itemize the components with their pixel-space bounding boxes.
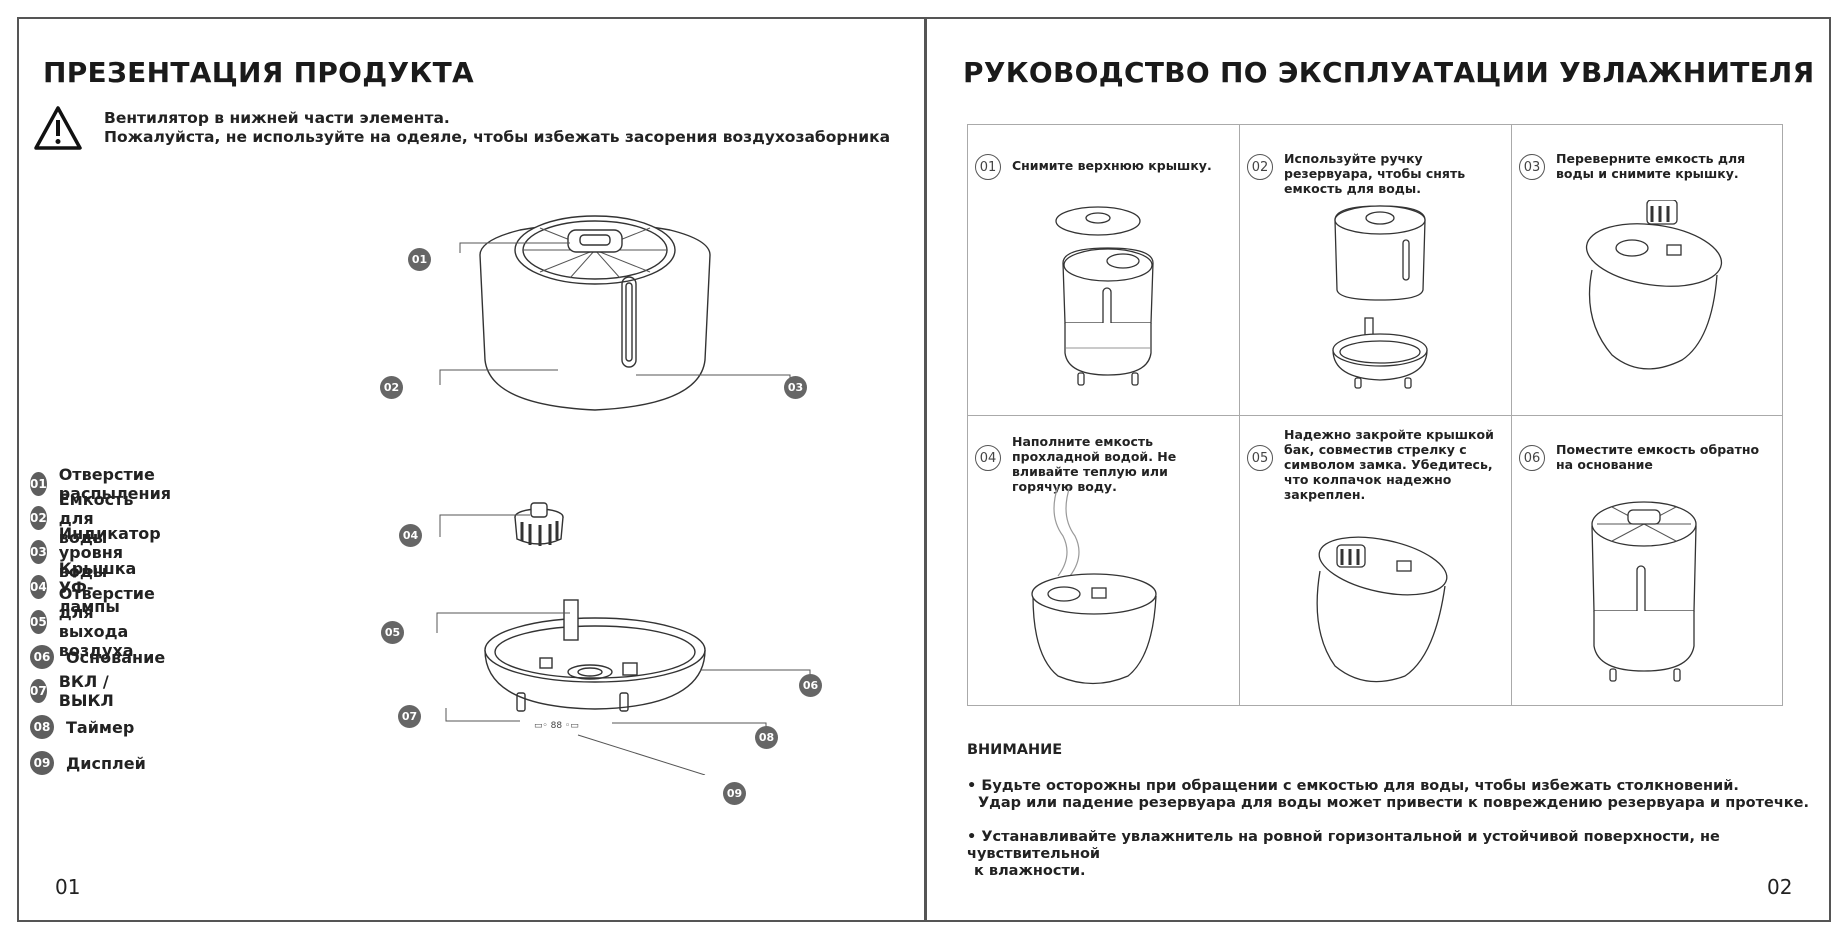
legend-label: Отверстие распыления (58, 465, 172, 503)
callout-03: 03 (784, 376, 807, 399)
callout-01: 01 (408, 248, 431, 271)
step-text: Переверните емкость для воды и снимите к… (1556, 151, 1746, 181)
step-cell-06: 06 Поместите емкость обратно на основани… (1512, 416, 1783, 706)
step-03-illustration (1585, 200, 1723, 370)
step-cell-02: 02 Используйте ручку резервуара, чтобы с… (1240, 125, 1512, 416)
step-02-illustration (1332, 205, 1428, 389)
attention-bullet-1: • Будьте осторожны при обращении с емкос… (967, 778, 1809, 812)
legend-badge: 03 (30, 540, 47, 564)
warning-icon (34, 106, 82, 150)
legend-item: 07 ВКЛ / ВЫКЛ (30, 672, 121, 710)
steps-grid: 01 Снимите верхнюю крышку. 02 Используйт… (967, 124, 1783, 706)
legend-label: Крышка УФ-лампы (58, 558, 137, 616)
step-number: 06 (1519, 445, 1545, 471)
step-cell-01: 01 Снимите верхнюю крышку. (968, 125, 1240, 416)
humidifier-diagram: ▭◦ 88 ◦▭ (436, 215, 811, 775)
step-04-illustration (1031, 486, 1157, 685)
legend-label: Основание (66, 647, 166, 667)
warning-text: Вентилятор в нижней части элемента. Пожа… (104, 109, 890, 147)
step-06-illustration (1591, 501, 1697, 682)
legend-item: 09 Дисплей (30, 750, 146, 776)
legend-label: Таймер (66, 717, 135, 737)
attention-title: ВНИМАНИЕ (967, 742, 1063, 758)
legend-label: Индикатор уровня воды (58, 523, 161, 581)
legend-label: Дисплей (66, 753, 146, 773)
step-text: Снимите верхнюю крышку. (1012, 158, 1212, 173)
left-page-number: 01 (55, 875, 81, 899)
step-number: 03 (1519, 154, 1545, 180)
legend-badge: 01 (30, 472, 47, 496)
step-text: Надежно закройте крышкой бак, совместив … (1284, 427, 1494, 502)
step-cell-05: 05 Надежно закройте крышкой бак, совмест… (1240, 416, 1512, 706)
legend-item: 06 Основание (30, 644, 165, 670)
legend-badge: 02 (30, 506, 47, 530)
step-01-illustration (1055, 206, 1154, 386)
bullet-2-line-1: • Устанавливайте увлажнитель на ровной г… (967, 829, 1720, 862)
step-text: Поместите емкость обратно на основание (1556, 442, 1760, 472)
page-divider (924, 17, 927, 922)
legend-item: 02 Емкость для воды (30, 490, 141, 547)
callout-04: 04 (399, 524, 422, 547)
legend-item: 01 Отверстие распыления (30, 465, 178, 503)
step-number: 02 (1247, 154, 1273, 180)
step-number: 05 (1247, 445, 1273, 471)
legend-badge: 09 (30, 751, 54, 775)
legend-item: 05 Отверстие для выхода воздуха (30, 584, 162, 660)
bullet-2-line-2: к влажности. (974, 863, 1086, 879)
legend-label: Емкость для воды (58, 489, 134, 547)
attention-bullet-2: • Устанавливайте увлажнитель на ровной г… (967, 829, 1848, 880)
legend-badge: 07 (30, 679, 47, 703)
svg-text:▭◦ 88 ◦▭: ▭◦ 88 ◦▭ (534, 721, 579, 731)
callout-02: 02 (380, 376, 403, 399)
step-number: 04 (975, 445, 1001, 471)
legend-item: 03 Индикатор уровня воды (30, 524, 168, 581)
bullet-1-line-2: Удар или падение резервуара для воды мож… (978, 795, 1809, 811)
step-cell-03: 03 Переверните емкость для воды и снимит… (1512, 125, 1783, 416)
step-05-illustration (1316, 536, 1448, 683)
legend-label: ВКЛ / ВЫКЛ (58, 672, 114, 710)
callout-07: 07 (398, 705, 421, 728)
legend-item: 08 Таймер (30, 714, 134, 740)
legend-item: 04 Крышка УФ-лампы (30, 559, 144, 616)
step-number: 01 (975, 154, 1001, 180)
step-cell-04: 04 Наполните емкость прохладной водой. Н… (968, 416, 1240, 706)
left-page-title: ПРЕЗЕНТАЦИЯ ПРОДУКТА (43, 56, 474, 89)
callout-06: 06 (799, 674, 822, 697)
legend-badge: 08 (30, 715, 54, 739)
warning-line-2: Пожалуйста, не используйте на одеяле, чт… (104, 128, 891, 146)
legend-badge: 05 (30, 610, 47, 634)
callout-08: 08 (755, 726, 778, 749)
bullet-1-line-1: • Будьте осторожны при обращении с емкос… (967, 778, 1739, 794)
right-page-number: 02 (1767, 875, 1793, 899)
callout-09: 09 (723, 782, 746, 805)
legend-badge: 04 (30, 575, 47, 599)
legend-badge: 06 (30, 645, 54, 669)
right-page-title: РУКОВОДСТВО ПО ЭКСПЛУАТАЦИИ УВЛАЖНИТЕЛЯ (963, 56, 1815, 89)
step-text: Наполните емкость прохладной водой. Не в… (1012, 434, 1177, 494)
step-text: Используйте ручку резервуара, чтобы снят… (1284, 151, 1466, 196)
warning-line-1: Вентилятор в нижней части элемента. (104, 109, 450, 127)
callout-05: 05 (381, 621, 404, 644)
legend-label: Отверстие для выхода воздуха (58, 584, 155, 660)
